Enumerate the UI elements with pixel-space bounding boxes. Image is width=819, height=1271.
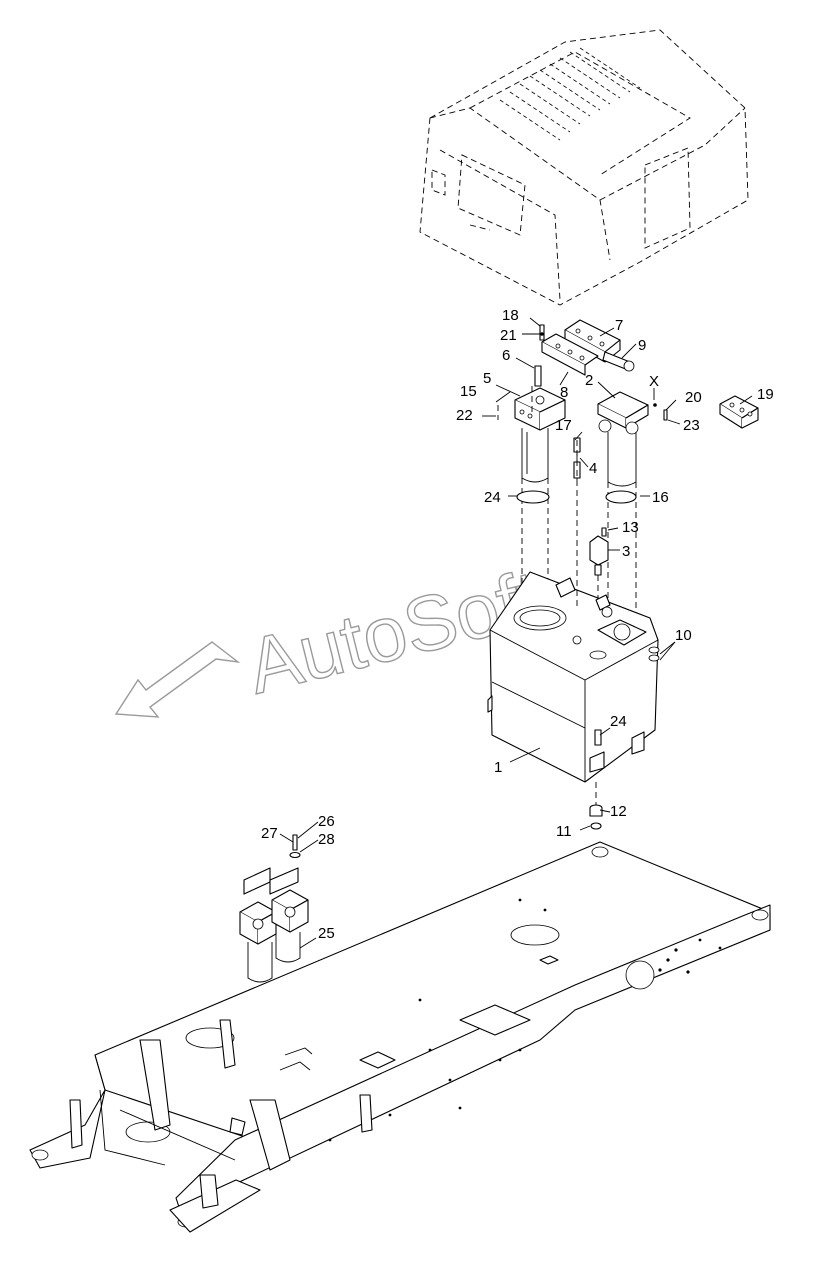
callout-28: 28 [318, 831, 335, 848]
callout-27: 27 [261, 825, 278, 842]
callout-19: 19 [757, 386, 774, 403]
callout-24-upper: 24 [484, 489, 501, 506]
callout-labels: 1 2 3 4 5 6 7 8 9 10 11 12 13 15 16 17 1… [261, 307, 774, 942]
callout-17: 17 [555, 417, 572, 434]
callout-2: 2 [585, 372, 593, 389]
manifold-assembly [539, 319, 759, 429]
callout-11: 11 [556, 823, 572, 840]
callout-8: 8 [560, 384, 568, 401]
callout-3: 3 [622, 543, 630, 560]
pilot-filters [239, 834, 309, 1053]
callout-18: 18 [502, 307, 519, 324]
callout-7: 7 [615, 317, 623, 334]
callout-16: 16 [652, 489, 669, 506]
callout-5: 5 [483, 370, 491, 387]
callout-23: 23 [683, 417, 700, 434]
callout-13: 13 [622, 519, 639, 536]
callout-x: X [649, 373, 659, 390]
callout-9: 9 [638, 337, 646, 354]
hydraulic-tank [487, 571, 660, 830]
watermark: AutoSoft [114, 552, 551, 718]
callout-20: 20 [685, 389, 702, 406]
chassis-frame [29, 841, 771, 1233]
callout-22: 22 [456, 407, 473, 424]
leader-lines [279, 317, 753, 949]
callout-25: 25 [318, 925, 335, 942]
callout-1: 1 [494, 759, 502, 776]
callout-4: 4 [589, 460, 597, 477]
callout-15: 15 [460, 383, 477, 400]
engine-hood [419, 29, 749, 306]
callout-12: 12 [610, 803, 627, 820]
callout-24-lower: 24 [610, 713, 627, 730]
explosion-lines [497, 382, 578, 610]
watermark-arrow [114, 641, 241, 718]
callout-21: 21 [500, 327, 517, 344]
callout-6: 6 [502, 347, 510, 364]
callout-10: 10 [675, 627, 692, 644]
callout-26: 26 [318, 813, 335, 830]
